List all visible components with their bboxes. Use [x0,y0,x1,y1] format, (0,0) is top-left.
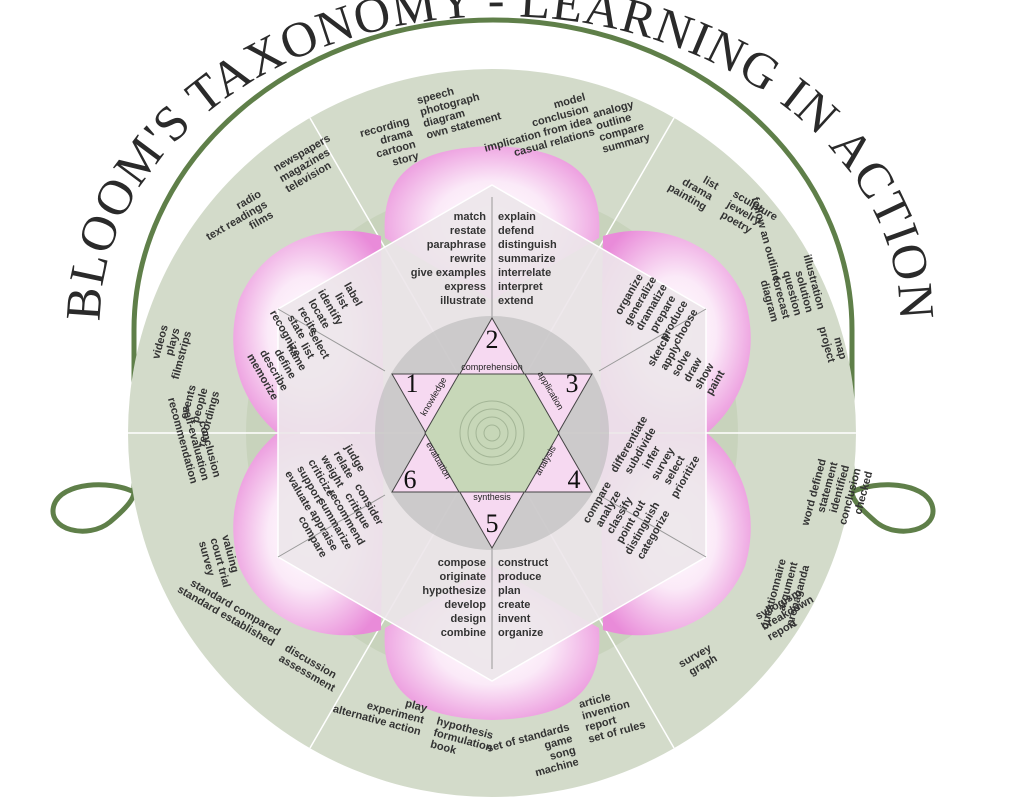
synthesis-right-word: construct [498,557,548,569]
level-label-comprehension: comprehension [461,362,523,372]
hexagon-dividers [277,197,707,669]
comprehension-left-word: rewrite [450,253,486,265]
comprehension-right-word: defend [498,225,534,237]
level-label-synthesis: synthesis [473,492,511,502]
level-number-3: 3 [566,369,579,398]
synthesis-left-word: design [451,613,487,625]
comprehension-right-word: extend [498,295,533,307]
comprehension-right-word: interpret [498,281,543,293]
synthesis-right-word: invent [498,613,531,625]
synthesis-left-word: hypothesize [422,585,486,597]
comprehension-left-word: match [454,211,487,223]
star-center-hexagon [424,373,560,493]
comprehension-right-word: distinguish [498,239,557,251]
comprehension-right-word: explain [498,211,536,223]
comprehension-left-word: restate [450,225,486,237]
level-star [391,316,593,550]
synthesis-right-column: construct produce plan create invent organize [498,557,548,639]
synthesis-right-word: organize [498,627,543,639]
synthesis-left-word: originate [440,571,486,583]
synthesis-right-word: produce [498,571,541,583]
synthesis-right-word: create [498,599,530,611]
synthesis-left-column: compose originate hypothesize develop design… [422,557,486,639]
comprehension-right-column: explain defend distinguish summarize interre… [498,211,557,307]
comprehension-left-word: illustrate [440,295,486,307]
knowledge-a-column: labellistidentifylocaterecitestaterecogn… [267,281,364,359]
level-number-5: 5 [486,509,499,538]
level-number-1: 1 [406,369,419,398]
synthesis-left-word: combine [441,627,486,639]
arch [50,17,936,534]
synthesis-left-word: compose [438,557,486,569]
level-number-6: 6 [404,465,417,494]
comprehension-right-word: interrelate [498,267,551,279]
level-number-4: 4 [568,465,581,494]
comprehension-left-word: paraphrase [427,239,486,251]
comprehension-right-word: summarize [498,253,555,265]
comprehension-left-column: match restate paraphrase rewrite give exampl… [411,211,486,307]
level-number-2: 2 [486,325,499,354]
synthesis-left-word: develop [444,599,486,611]
word-layer: match restate paraphrase rewrite give exampl… [150,85,875,779]
application-products-5-word: map [831,336,849,361]
comprehension-left-word: express [444,281,486,293]
synthesis-products-1-word: play [404,698,429,716]
comprehension-left-word: give examples [411,267,486,279]
synthesis-right-word: plan [498,585,521,597]
spiral-icon [459,400,525,466]
